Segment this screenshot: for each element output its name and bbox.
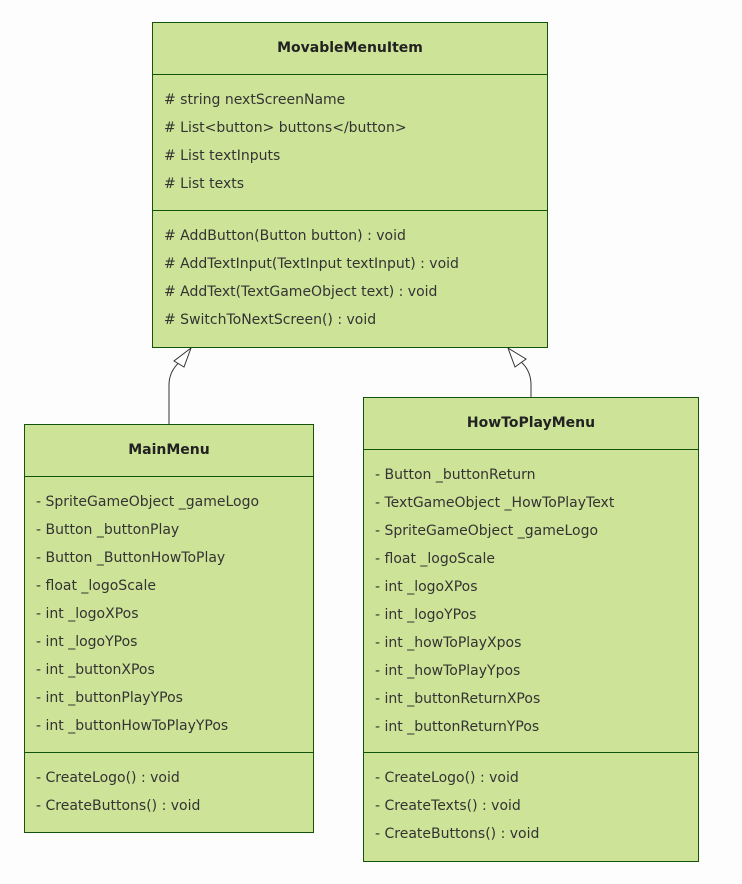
method-item: # AddTextInput(TextInput textInput) : vo… — [164, 256, 459, 272]
attribute-item: - int _logoXPos — [36, 606, 139, 622]
attribute-item: - int _buttonXPos — [36, 662, 155, 678]
attribute-item: - float _logoScale — [375, 551, 495, 567]
attribute-item: # List<button> buttons</button> — [164, 120, 407, 136]
attributes-section: # string nextScreenName # List<button> b… — [153, 75, 547, 211]
method-item: - CreateButtons() : void — [36, 798, 201, 814]
attribute-item: - int _howToPlayYpos — [375, 663, 521, 679]
methods-section: - CreateLogo() : void - CreateTexts() : … — [364, 753, 698, 848]
class-main-menu: MainMenu - SpriteGameObject _gameLogo - … — [24, 424, 314, 833]
attributes-section: - SpriteGameObject _gameLogo - Button _b… — [25, 477, 313, 753]
method-item: - CreateLogo() : void — [36, 770, 180, 786]
edge-howtoplay-to-movable — [518, 359, 532, 397]
attribute-item: - int _buttonReturnYPos — [375, 719, 540, 735]
attribute-item: - TextGameObject _HowToPlayText — [375, 495, 615, 511]
method-item: # AddText(TextGameObject text) : void — [164, 284, 438, 300]
attribute-item: - int _logoYPos — [36, 634, 138, 650]
method-item: # SwitchToNextScreen() : void — [164, 312, 377, 328]
attribute-item: - int _logoYPos — [375, 607, 477, 623]
attribute-item: - int _howToPlayXpos — [375, 635, 522, 651]
inheritance-arrow-howtoplay — [507, 346, 527, 368]
attribute-item: - SpriteGameObject _gameLogo — [36, 494, 260, 510]
attribute-item: # List texts — [164, 176, 245, 192]
attribute-item: - float _logoScale — [36, 578, 156, 594]
method-item: - CreateTexts() : void — [375, 798, 521, 814]
methods-section: # AddButton(Button button) : void # AddT… — [153, 211, 547, 334]
class-title-how-to-play-menu: HowToPlayMenu — [364, 398, 698, 450]
attribute-item: # string nextScreenName — [164, 92, 346, 108]
attribute-item: - Button _ButtonHowToPlay — [36, 550, 226, 566]
edge-mainmenu-to-movable — [168, 358, 184, 424]
attribute-item: # List textInputs — [164, 148, 281, 164]
attributes-section: - Button _buttonReturn - TextGameObject … — [364, 450, 698, 753]
method-item: - CreateButtons() : void — [375, 826, 540, 842]
method-item: - CreateLogo() : void — [375, 770, 519, 786]
class-title-main-menu: MainMenu — [25, 425, 313, 477]
attribute-item: - int _logoXPos — [375, 579, 478, 595]
attribute-item: - int _buttonPlayYPos — [36, 690, 183, 706]
inheritance-arrow-mainmenu — [173, 346, 193, 368]
attribute-item: - int _buttonHowToPlayYPos — [36, 718, 229, 734]
class-how-to-play-menu: HowToPlayMenu - Button _buttonReturn - T… — [363, 397, 699, 862]
attribute-item: - int _buttonReturnXPos — [375, 691, 541, 707]
class-movable-menu-item: MovableMenuItem # string nextScreenName … — [152, 22, 548, 348]
attribute-item: - Button _buttonReturn — [375, 467, 536, 483]
class-title-movable-menu-item: MovableMenuItem — [153, 23, 547, 75]
method-item: # AddButton(Button button) : void — [164, 228, 406, 244]
attribute-item: - SpriteGameObject _gameLogo — [375, 523, 599, 539]
methods-section: - CreateLogo() : void - CreateButtons() … — [25, 753, 313, 820]
attribute-item: - Button _buttonPlay — [36, 522, 180, 538]
